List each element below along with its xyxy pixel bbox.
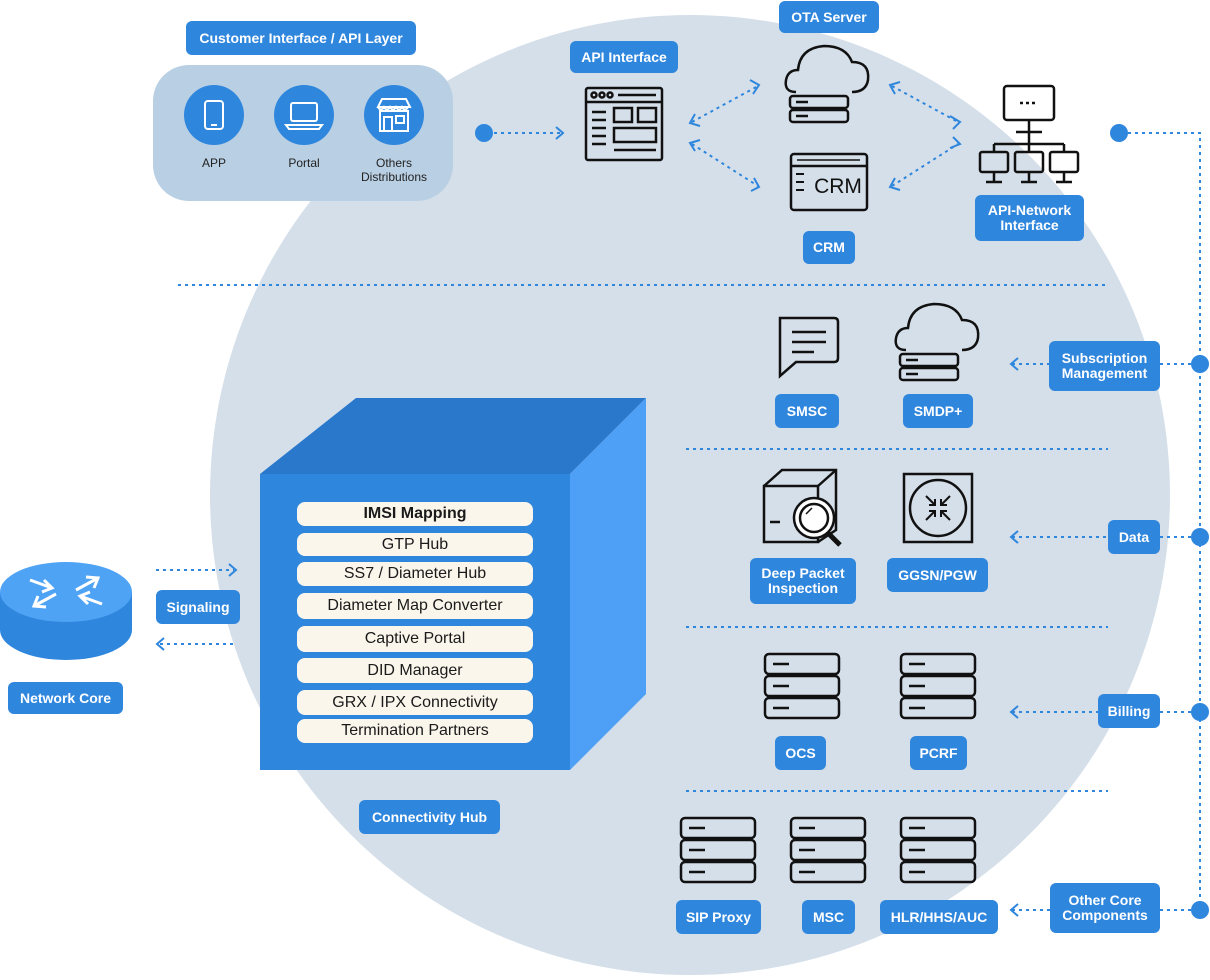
hub-row: DID Manager <box>297 658 533 683</box>
connector-dot <box>1191 901 1209 919</box>
api-crm-connector <box>691 143 759 187</box>
arrowhead <box>949 115 962 130</box>
arrowhead <box>688 139 701 152</box>
crm-icon: CRM <box>789 152 869 212</box>
connector-dot <box>1110 124 1128 142</box>
smdp-label[interactable]: SMDP+ <box>903 394 973 428</box>
ocs-label[interactable]: OCS <box>775 736 826 770</box>
api-network-label[interactable]: API-Network Interface <box>975 195 1084 241</box>
app-button[interactable] <box>184 85 244 145</box>
hub-row: Termination Partners <box>297 719 533 743</box>
ota-network-connector <box>891 85 959 123</box>
portal-button[interactable] <box>274 85 334 145</box>
hub-row: SS7 / Diameter Hub <box>297 562 533 586</box>
laptop-icon <box>284 102 324 130</box>
dpi-label[interactable]: Deep Packet Inspection <box>750 558 856 604</box>
hub-row: IMSI Mapping <box>297 502 533 526</box>
cloud-server-icon <box>784 44 870 124</box>
right-bus-connector <box>1128 132 1201 910</box>
network-core-label[interactable]: Network Core <box>8 682 123 714</box>
customer-layer-title: Customer Interface / API Layer <box>186 21 416 55</box>
connector-dot <box>1191 703 1209 721</box>
router-box-icon <box>902 472 974 544</box>
crm-label[interactable]: CRM <box>803 231 855 264</box>
server-stack-icon <box>789 816 867 884</box>
chat-bubble-icon <box>778 316 840 379</box>
arrowhead <box>688 113 701 127</box>
api-interface-label[interactable]: API Interface <box>570 41 678 73</box>
signaling-label[interactable]: Signaling <box>156 590 240 624</box>
connector-dot <box>1191 528 1209 546</box>
distributions-label: Others Distributions <box>360 156 428 184</box>
arrowhead <box>1009 530 1019 544</box>
connector-dot <box>1191 355 1209 373</box>
billing-label[interactable]: Billing <box>1098 694 1160 728</box>
arrowhead <box>888 177 901 191</box>
api-ota-connector <box>691 85 759 123</box>
connectivity-hub-label[interactable]: Connectivity Hub <box>359 800 500 834</box>
network-router-icon <box>0 562 132 660</box>
hlr-label[interactable]: HLR/HHS/AUC <box>880 900 998 934</box>
server-stack-icon <box>899 652 977 720</box>
network-computers-icon <box>978 84 1080 184</box>
hub-row: GTP Hub <box>297 533 533 556</box>
other-core-components-label[interactable]: Other Core Components <box>1050 883 1160 933</box>
store-icon <box>376 98 412 132</box>
arrowhead <box>949 136 962 149</box>
crm-icon-text: CRM <box>814 175 862 198</box>
arrowhead <box>1009 357 1019 371</box>
hub-row: Diameter Map Converter <box>297 593 533 619</box>
arrowhead <box>750 177 761 192</box>
crm-network-connector <box>891 143 959 187</box>
connector-dot <box>475 124 493 142</box>
cloud-server-icon <box>894 302 980 382</box>
hub-row: Captive Portal <box>297 626 533 652</box>
sip-proxy-label[interactable]: SIP Proxy <box>676 900 761 934</box>
browser-window-icon <box>584 86 664 162</box>
arrowhead <box>555 126 565 140</box>
tablet-icon <box>204 100 224 130</box>
msc-label[interactable]: MSC <box>802 900 855 934</box>
pcrf-label[interactable]: PCRF <box>910 736 967 770</box>
data-label[interactable]: Data <box>1108 520 1160 554</box>
portal-label: Portal <box>288 156 320 170</box>
server-stack-icon <box>763 652 841 720</box>
arrowhead <box>1009 903 1019 917</box>
arrowhead <box>1009 705 1019 719</box>
server-stack-icon <box>679 816 757 884</box>
subscription-management-label[interactable]: Subscription Management <box>1049 341 1160 391</box>
arrowhead <box>155 637 165 651</box>
magnifier-box-icon <box>762 468 842 547</box>
arrowhead <box>749 79 761 95</box>
ggsn-pgw-label[interactable]: GGSN/PGW <box>887 558 988 592</box>
arrowhead <box>228 563 238 577</box>
arrowhead <box>888 81 901 95</box>
app-label: APP <box>201 156 226 170</box>
smsc-label[interactable]: SMSC <box>775 394 839 428</box>
ota-server-label[interactable]: OTA Server <box>779 1 879 33</box>
server-stack-icon <box>899 816 977 884</box>
distributions-button[interactable] <box>364 85 424 145</box>
hub-row: GRX / IPX Connectivity <box>297 690 533 715</box>
